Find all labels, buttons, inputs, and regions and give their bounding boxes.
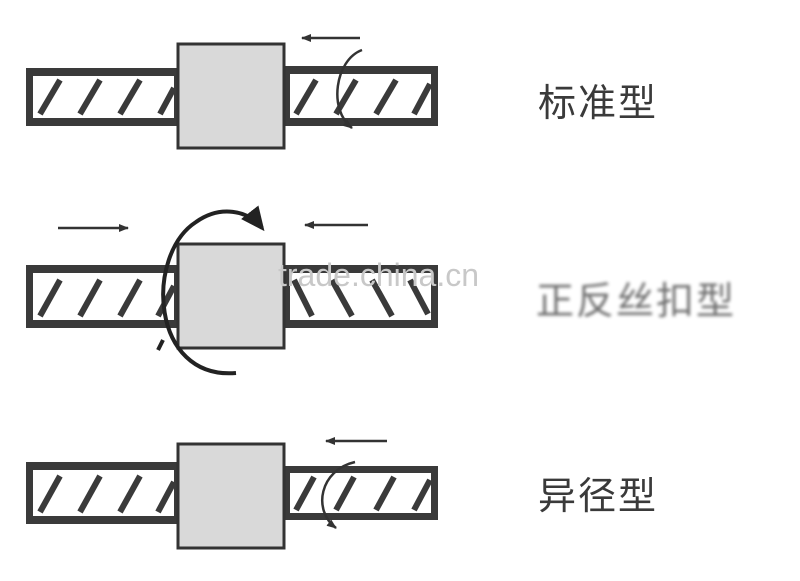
rebar-left: [26, 462, 181, 524]
row-positive-reverse: [26, 205, 438, 376]
rotation-arrow-tail: [156, 339, 165, 351]
rebar-right: [283, 466, 438, 520]
row-different-diameter: [26, 437, 438, 550]
rotation-arrow-icon: [161, 205, 265, 376]
label-different-diameter-type: 异径型: [538, 474, 659, 518]
rebar-right: [283, 66, 438, 126]
watermark: trade.china.cn: [278, 257, 480, 293]
coupler-sleeve: [176, 42, 286, 150]
rebar-left: [26, 265, 181, 328]
label-standard-type: 标准型: [538, 81, 659, 125]
coupler-sleeve: [176, 242, 286, 350]
rebar-left: [26, 68, 181, 126]
rotation-arrow-icon: [321, 460, 356, 529]
rebar-right: [283, 265, 438, 328]
row-standard: [26, 34, 438, 150]
coupler-sleeve: [176, 442, 286, 550]
rotation-arrow-icon: [336, 48, 363, 129]
label-positive-reverse-type: 正反丝扣型: [536, 279, 737, 323]
